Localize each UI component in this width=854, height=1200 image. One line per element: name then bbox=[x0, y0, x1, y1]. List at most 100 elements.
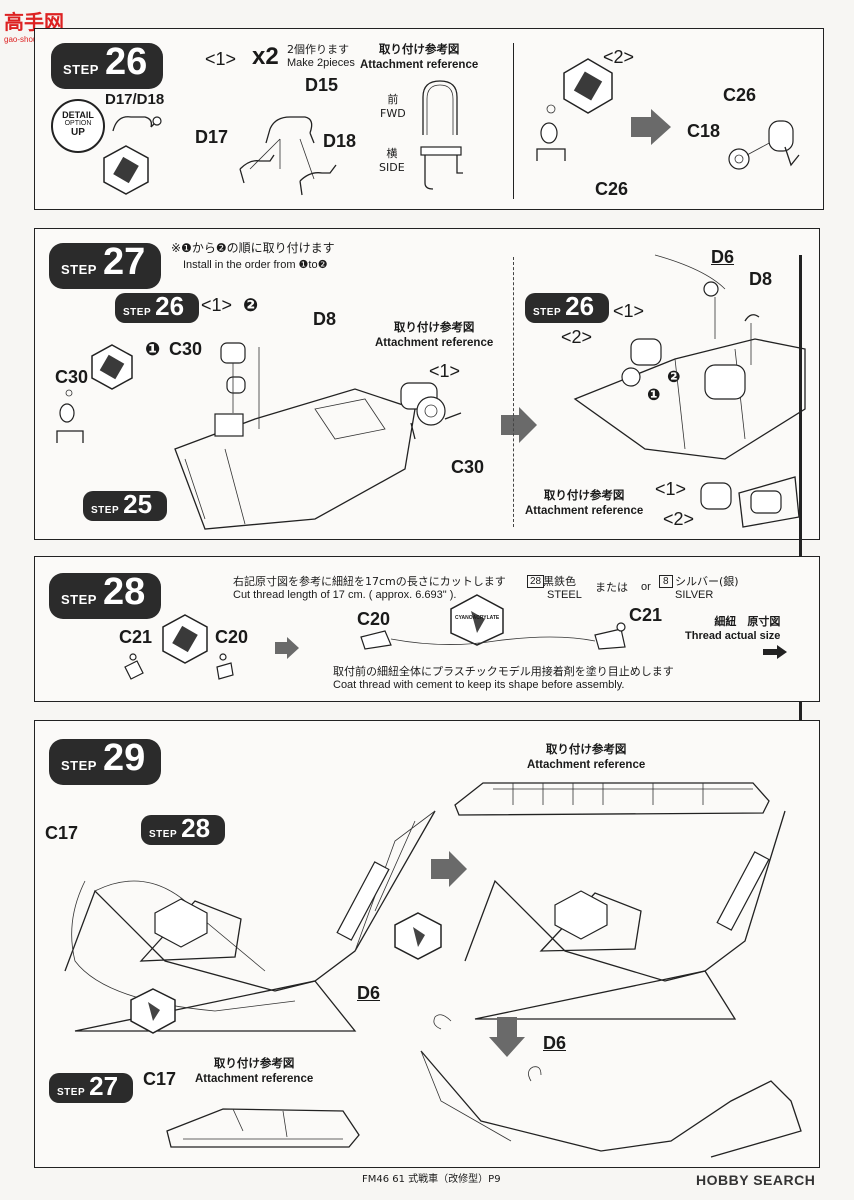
part-c30-c: C30 bbox=[451, 457, 485, 477]
part-d8-a: D8 bbox=[313, 309, 337, 329]
part-c21-a: C21 bbox=[119, 627, 153, 647]
part-c30-a: C30 bbox=[169, 339, 203, 359]
code-1a: <1> bbox=[201, 295, 233, 315]
lever-drawing-2 bbox=[56, 389, 84, 443]
c30-ref-drawing bbox=[400, 382, 462, 440]
part-d6-b: D6 bbox=[543, 1033, 567, 1053]
hex-wrench-icon-2 bbox=[563, 58, 613, 114]
thread-size-label: 細紐 原寸図 Thread actual size bbox=[685, 615, 781, 643]
code-2: <2> bbox=[603, 47, 635, 67]
arrow-right-icon-2 bbox=[501, 407, 537, 443]
part-d17d18: D17/D18 bbox=[105, 91, 165, 108]
sub-step26-badge: STEP 26 bbox=[115, 293, 199, 323]
step26-bracket-assembly bbox=[239, 116, 337, 196]
part-c17-bottom: C17 bbox=[143, 1069, 177, 1089]
ref-title-29-top: 取り付け参考図 Attachment reference bbox=[527, 744, 646, 771]
arrow-right-icon-4 bbox=[431, 851, 467, 887]
color2-en: SILVER bbox=[675, 589, 714, 601]
fwd-view-drawing bbox=[422, 80, 458, 135]
part-c20-a: C20 bbox=[215, 627, 249, 647]
ref-detail-drawing bbox=[700, 476, 800, 528]
order-jp: ※❶から❷の順に取り付けます bbox=[171, 241, 335, 255]
part-d15: D15 bbox=[305, 75, 339, 95]
ref-title: 取り付け参考図 Attachment reference bbox=[360, 44, 479, 71]
cut-jp: 右記原寸図を参考に細紐を17cmの長さにカットします bbox=[233, 575, 506, 588]
page-footer: FM46 61 式戦車（改修型）P9 bbox=[362, 1174, 501, 1185]
color-badge-28: 28 bbox=[527, 575, 545, 588]
side-label: 横 SIDE bbox=[379, 147, 405, 174]
sub-step28-badge: STEP 28 bbox=[141, 815, 225, 845]
color-badge-8: 8 bbox=[659, 575, 673, 588]
step29-panel: STEP 29 取り付け参考図 Attachment reference C17… bbox=[34, 720, 820, 1168]
c26-c18-drawing bbox=[728, 120, 800, 170]
cyanoacrylate-icon bbox=[450, 594, 504, 646]
hull-drawing-right bbox=[573, 254, 806, 460]
watermark-url: gao-shou.com bbox=[4, 35, 55, 44]
or-en: or bbox=[641, 581, 651, 593]
step26-panel: STEP 26 DETAIL OPTION UP D17/D18 <1> x2 … bbox=[34, 28, 824, 210]
marker-1b: ❶ bbox=[647, 387, 661, 404]
brand-logo: HOBBY SEARCH bbox=[696, 1172, 816, 1188]
part-c30-left: C30 bbox=[55, 367, 89, 387]
part-d17d18-drawing bbox=[112, 116, 162, 132]
step28-panel: STEP 28 C21 C20 右記原寸図を参考に細紐を17cmの長さにカットし… bbox=[34, 556, 820, 702]
color1-jp: 黒鉄色 bbox=[543, 575, 576, 588]
part-c21-b: C21 bbox=[629, 605, 663, 625]
hex-wrench-icon-4 bbox=[162, 614, 208, 664]
part-c17-top: C17 bbox=[45, 823, 79, 843]
coat-en: Coat thread with cement to keep its shap… bbox=[333, 679, 625, 691]
code-1c: <1> bbox=[613, 301, 645, 321]
color2-jp: シルバー(銀) bbox=[675, 575, 739, 588]
code-1d: <1> bbox=[655, 479, 687, 499]
order-en: Install in the order from ❶to❷ bbox=[183, 259, 328, 271]
marker-1: ❶ bbox=[145, 339, 161, 359]
c21-c20-drawing bbox=[124, 653, 234, 680]
tank-side-view-bottom bbox=[166, 1108, 360, 1148]
thread-arrow-icon bbox=[763, 645, 787, 659]
step29-badge: STEP 29 bbox=[49, 739, 161, 785]
part-d6-a: D6 bbox=[357, 983, 381, 1003]
part-d6: D6 bbox=[711, 247, 735, 267]
tank-side-view-top bbox=[454, 782, 770, 816]
arrow-right-icon bbox=[631, 109, 671, 145]
fwd-label: 前 FWD bbox=[380, 93, 406, 120]
hull-drawing-left bbox=[174, 342, 416, 530]
color1-en: STEEL bbox=[547, 589, 582, 601]
step27-badge: STEP 27 bbox=[49, 243, 161, 289]
marker-2a: ❷ bbox=[243, 295, 259, 315]
part-d18: D18 bbox=[323, 131, 357, 151]
arrow-right-icon-3 bbox=[275, 637, 299, 659]
thread-assembly-drawing bbox=[360, 622, 626, 650]
code-1b: <1> bbox=[429, 361, 461, 381]
sub-step27-badge: STEP 27 bbox=[49, 1073, 133, 1103]
cyanoacrylate-icon-2 bbox=[394, 912, 442, 960]
part-c20-b: C20 bbox=[357, 609, 391, 629]
count-multiplier: x2 bbox=[252, 43, 279, 70]
part-d8-b: D8 bbox=[749, 269, 773, 289]
count-code: <1> bbox=[205, 49, 237, 69]
ref-title-27b: 取り付け参考図 Attachment reference bbox=[525, 490, 644, 517]
ref-title-27a: 取り付け参考図 Attachment reference bbox=[375, 322, 494, 349]
code-2b: <2> bbox=[663, 509, 695, 529]
divider-line bbox=[513, 43, 514, 199]
cyanoacrylate-label: CYANOACRYLATE bbox=[455, 615, 500, 621]
sub-step26b-badge: STEP 26 bbox=[525, 293, 609, 323]
detail-up-badge: DETAIL OPTION UP bbox=[51, 99, 105, 153]
part-c26-right: C26 bbox=[723, 85, 757, 105]
hull-lower-drawing bbox=[420, 1014, 802, 1158]
part-d17: D17 bbox=[195, 127, 229, 147]
hull-front-drawing-right bbox=[464, 810, 786, 1020]
cyanoacrylate-icon-3 bbox=[130, 988, 176, 1034]
hex-wrench-icon-3 bbox=[91, 344, 133, 390]
ref-title-29-bottom: 取り付け参考図 Attachment reference bbox=[195, 1058, 314, 1085]
coat-jp: 取付前の細紐全体にプラスチックモデル用接着剤を塗り目止めします bbox=[333, 665, 674, 678]
dashed-divider bbox=[513, 257, 514, 527]
arrow-down-icon bbox=[489, 1017, 525, 1057]
part-c18: C18 bbox=[687, 121, 721, 141]
code-2a: <2> bbox=[561, 327, 593, 347]
make-jp: 2個作ります bbox=[287, 43, 349, 56]
side-view-drawing bbox=[420, 146, 463, 190]
step28-badge: STEP 28 bbox=[49, 573, 161, 619]
step26-badge: STEP 26 bbox=[51, 43, 163, 89]
cut-en: Cut thread length of 17 cm. ( approx. 6.… bbox=[233, 589, 457, 601]
